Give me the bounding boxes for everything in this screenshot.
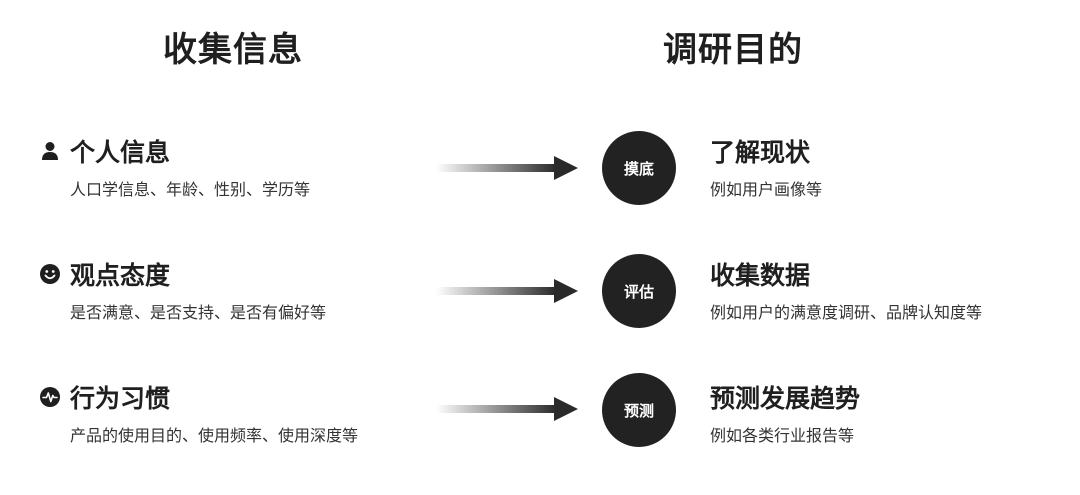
person-icon <box>42 142 58 160</box>
source-desc: 人口学信息、年龄、性别、学历等 <box>70 180 311 199</box>
source-desc: 是否满意、是否支持、是否有偏好等 <box>70 303 327 322</box>
goal-desc: 例如用户画像等 <box>710 180 823 199</box>
source-title: 行为习惯 <box>70 384 171 413</box>
row-personal-info: 个人信息 人口学信息、年龄、性别、学历等 摸底 了解现状 例如用户画像等 <box>0 125 1080 215</box>
purpose-circle: 评估 <box>602 254 676 328</box>
smiley-icon <box>40 264 60 284</box>
arrow-icon <box>436 279 578 303</box>
purpose-circle: 摸底 <box>602 131 676 205</box>
row-behavior-habit: 行为习惯 产品的使用目的、使用频率、使用深度等 预测 预测发展趋势 例如各类行业… <box>0 371 1080 461</box>
row-opinion-attitude: 观点态度 是否满意、是否支持、是否有偏好等 评估 收集数据 例如用户的满意度调研… <box>0 248 1080 338</box>
source-title: 观点态度 <box>70 261 171 290</box>
goal-title: 了解现状 <box>710 138 811 167</box>
arrow-icon <box>436 397 578 421</box>
goal-desc: 例如各类行业报告等 <box>710 426 855 445</box>
goal-desc: 例如用户的满意度调研、品牌认知度等 <box>710 303 983 322</box>
source-desc: 产品的使用目的、使用频率、使用深度等 <box>70 426 359 445</box>
research-purpose-header: 调研目的 <box>663 30 803 70</box>
source-title: 个人信息 <box>70 138 171 167</box>
arrow-icon <box>436 156 578 180</box>
goal-title: 预测发展趋势 <box>710 384 861 413</box>
activity-icon <box>40 387 60 407</box>
collect-info-header: 收集信息 <box>163 30 303 70</box>
purpose-circle: 预测 <box>602 373 676 447</box>
goal-title: 收集数据 <box>710 261 811 290</box>
